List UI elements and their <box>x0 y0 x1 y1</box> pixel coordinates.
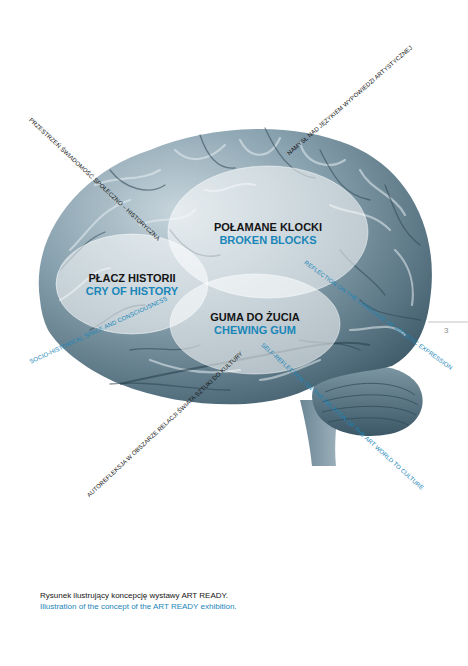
caption: Rysunek ilustrujący koncepcję wystawy AR… <box>40 591 228 601</box>
ellipse-shape <box>170 274 340 374</box>
concept-ellipse: GUMA DO ŻUCIACHEWING GUM <box>170 274 340 374</box>
polish-title: GUMA DO ŻUCIA <box>210 311 299 324</box>
caption-english: Illustration of the concept of the ART R… <box>40 602 237 612</box>
english-title: CHEWING GUM <box>214 324 296 337</box>
polish-title: PŁACZ HISTORII <box>88 272 175 285</box>
english-title: BROKEN BLOCKS <box>219 234 316 247</box>
page-rule <box>428 322 468 323</box>
page-number: 3 <box>444 326 448 336</box>
polish-title: POŁAMANE KLOCKI <box>214 221 322 234</box>
axis-label: NAMYSŁ NAD JĘZYKIEM WYPOWIEDZI ARTYSTYCZ… <box>285 44 414 157</box>
